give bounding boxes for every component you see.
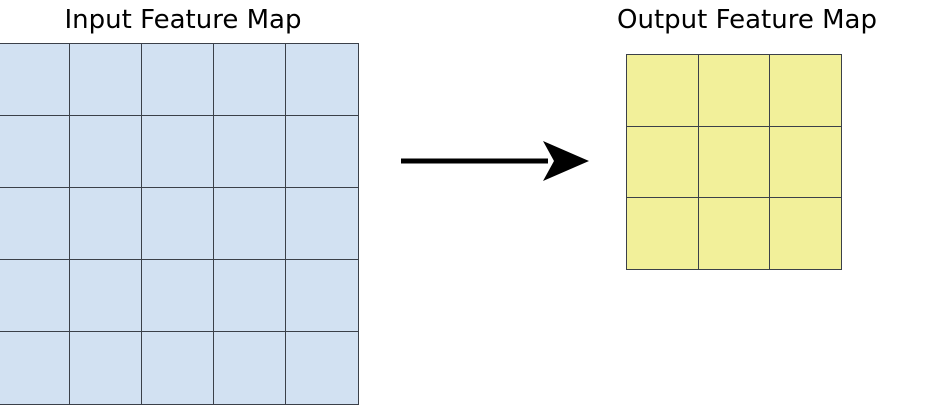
input-grid-cell bbox=[141, 115, 215, 189]
input-grid-cell bbox=[0, 331, 71, 405]
input-grid-cell bbox=[69, 115, 143, 189]
output-grid-cell bbox=[697, 54, 771, 128]
input-grid-cell bbox=[213, 259, 287, 333]
input-grid-cell bbox=[69, 259, 143, 333]
input-grid-cell bbox=[285, 187, 359, 261]
input-feature-map-grid bbox=[0, 43, 359, 406]
input-grid-cell bbox=[0, 187, 71, 261]
output-feature-map-grid bbox=[626, 54, 842, 270]
input-grid-cell bbox=[141, 187, 215, 261]
input-grid-cell bbox=[0, 259, 71, 333]
input-grid-cell bbox=[69, 43, 143, 117]
output-grid-cell bbox=[626, 54, 700, 128]
input-grid-cell bbox=[285, 43, 359, 117]
input-grid-cell bbox=[285, 259, 359, 333]
input-grid-cell bbox=[285, 331, 359, 405]
input-grid-cell bbox=[69, 331, 143, 405]
output-grid-cell bbox=[697, 196, 771, 270]
input-grid-cell bbox=[213, 331, 287, 405]
transform-arrow-icon bbox=[401, 141, 589, 181]
output-grid-cell bbox=[626, 196, 700, 270]
input-grid-cell bbox=[69, 187, 143, 261]
input-grid-cell bbox=[285, 115, 359, 189]
input-grid-cell bbox=[141, 43, 215, 117]
input-grid-cell bbox=[0, 115, 71, 189]
output-grid-cell bbox=[626, 125, 700, 199]
output-feature-map-title: Output Feature Map bbox=[617, 5, 877, 35]
input-grid-cell bbox=[0, 43, 71, 117]
input-grid-cell bbox=[213, 43, 287, 117]
input-feature-map-title: Input Feature Map bbox=[64, 5, 302, 35]
output-grid-cell bbox=[697, 125, 771, 199]
input-grid-cell bbox=[141, 259, 215, 333]
input-grid-cell bbox=[213, 115, 287, 189]
input-grid-cell bbox=[213, 187, 287, 261]
output-grid-cell bbox=[768, 196, 842, 270]
output-grid-cell bbox=[768, 125, 842, 199]
input-grid-cell bbox=[141, 331, 215, 405]
output-grid-cell bbox=[768, 54, 842, 128]
